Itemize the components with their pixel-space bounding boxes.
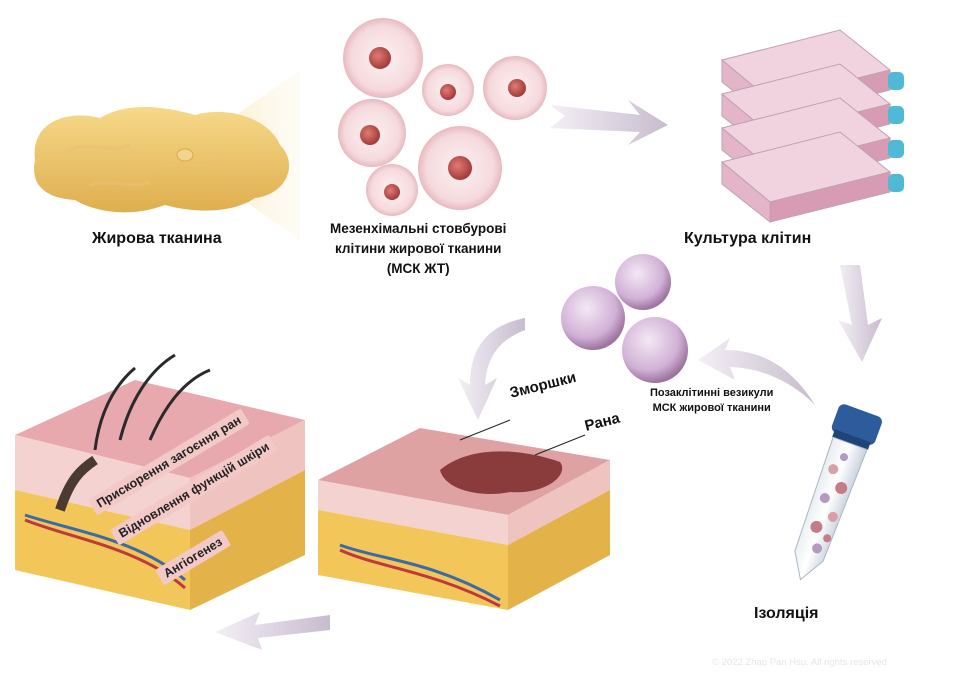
msc-label-line1: Мезенхімальні стовбурові <box>330 219 506 239</box>
skin-block-wound <box>318 420 610 610</box>
vesicles-label-line1: Позаклітинні везикули <box>650 386 773 401</box>
msc-label: Мезенхімальні стовбурові клітини жирової… <box>330 219 506 279</box>
msc-label-line3: (МСК ЖТ) <box>330 259 506 279</box>
arrow-to-culture <box>550 100 668 145</box>
isolation-tube <box>779 403 884 588</box>
msc-label-line2: клітини жирової тканини <box>330 239 506 259</box>
extracellular-vesicles <box>561 254 688 383</box>
msc-cells-illustration <box>338 18 547 216</box>
arrow-to-skin <box>458 318 525 420</box>
vesicles-label: Позаклітинні везикули МСК жирової тканин… <box>650 386 773 416</box>
vesicles-label-line2: МСК жирової тканини <box>650 401 773 416</box>
adipose-tissue-illustration <box>34 70 300 240</box>
cell-culture-flasks <box>722 30 904 222</box>
copyright-watermark: © 2022 Zhao Pan Hsu. All rights reserved <box>712 657 887 668</box>
arrow-to-healed-skin <box>215 612 330 650</box>
cell-culture-label: Культура клітин <box>684 230 811 248</box>
adipose-tissue-label: Жирова тканина <box>92 230 222 248</box>
isolation-label: Ізоляція <box>754 605 819 623</box>
arrow-to-isolation <box>838 265 882 362</box>
